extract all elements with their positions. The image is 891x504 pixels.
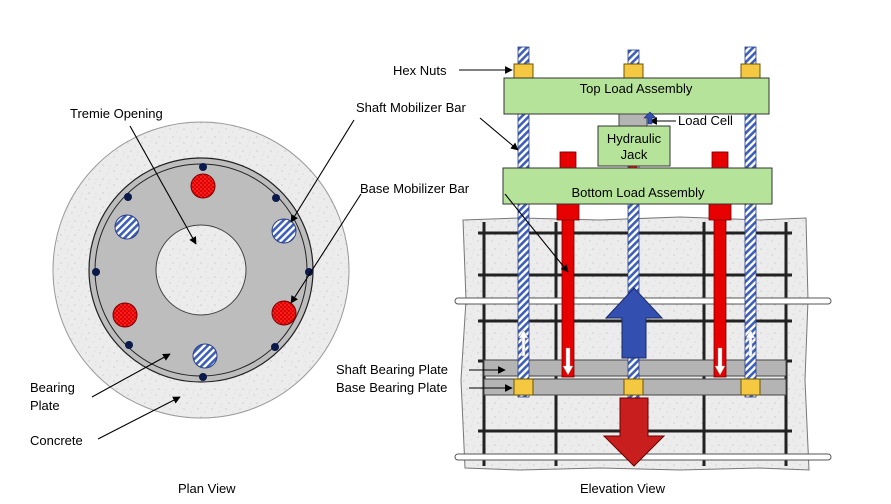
tremie-opening-label: Tremie Opening [70,106,163,121]
bearing-plate-leader [91,353,171,398]
hex-nut-bottom-center [623,378,644,396]
hydraulic-jack-label-2: Jack [621,147,648,162]
base-mobilizer-bar-elev-leader [504,193,569,273]
rebar-dot [271,343,279,351]
shaft-bar-right-elev [744,46,757,398]
rebar-dots [92,163,313,381]
shaft-mobilizer-bar-elev-leader [479,117,519,151]
base-bar-right-nut [708,203,732,221]
concrete-leader [97,396,181,440]
base-bar-left-nut [556,203,580,221]
rebar-dot [272,194,280,202]
shaft-bar-bottom [192,343,218,369]
base-bar-right [271,300,297,326]
jack-up-arrow [643,111,657,125]
bottom-load-assembly [502,167,773,205]
rebar-dot [92,268,100,276]
rebar-dot [305,268,313,276]
base-bar-left-top [559,151,577,169]
shaft-mobilizer-bar-label: Shaft Mobilizer Bar [356,100,466,115]
downward-load-arrow [602,397,666,467]
bearing-plate-label-1: Bearing [30,380,75,395]
concrete-label: Concrete [30,433,83,448]
base-mobilizer-bar-label: Base Mobilizer Bar [360,181,470,196]
bottom-load-assembly-label: Bottom Load Assembly [572,185,705,200]
bearing-plate-label-2: Plate [30,398,60,413]
hex-nuts-label: Hex Nuts [393,63,447,78]
shaft-bar-right [271,218,297,244]
rebar-dot [199,373,207,381]
shaft-bar-right-up-arrow [745,329,756,357]
rebar-dot [125,341,133,349]
shaft-bearing-plate-label: Shaft Bearing Plate [336,362,448,377]
elevation-view-caption: Elevation View [580,481,666,496]
base-bar-top [190,173,216,199]
rebar-dot [199,163,207,171]
shaft-bar-left-elev [517,46,530,398]
plan-view: Tremie Opening Shaft Mobilizer Bar Base … [30,100,470,496]
tremie-opening [155,224,247,316]
rebar-dot [124,193,132,201]
base-bar-right-down-arrow [714,347,726,376]
hex-nut-bottom-right [740,378,761,396]
tremie-leader [129,125,197,245]
shaft-bar-left [114,214,140,240]
base-bar-left [112,302,138,328]
base-bar-left-down-arrow [562,347,574,376]
top-load-assembly [503,77,770,115]
hex-nut-top-left [513,63,534,80]
hydraulic-jack [597,125,671,167]
hex-nut-top-center [623,63,644,80]
upward-load-arrow [604,287,664,359]
shaft-bar-leader [290,119,355,223]
load-cell-label: Load Cell [678,113,733,128]
base-bar-right-top [711,151,729,169]
elevation-view: Top Load Assembly Load Cell Hydraulic Ja… [336,46,832,496]
hydraulic-jack-label-1: Hydraulic [607,131,662,146]
hex-nut-bottom-left [513,378,534,396]
hex-nut-top-right [740,63,761,80]
top-load-assembly-label: Top Load Assembly [580,81,693,96]
shaft-bar-left-up-arrow [518,329,529,357]
base-bar-leader [290,193,362,304]
plan-view-caption: Plan View [178,481,236,496]
base-bearing-plate-label: Base Bearing Plate [336,380,447,395]
load-cell [618,113,648,127]
